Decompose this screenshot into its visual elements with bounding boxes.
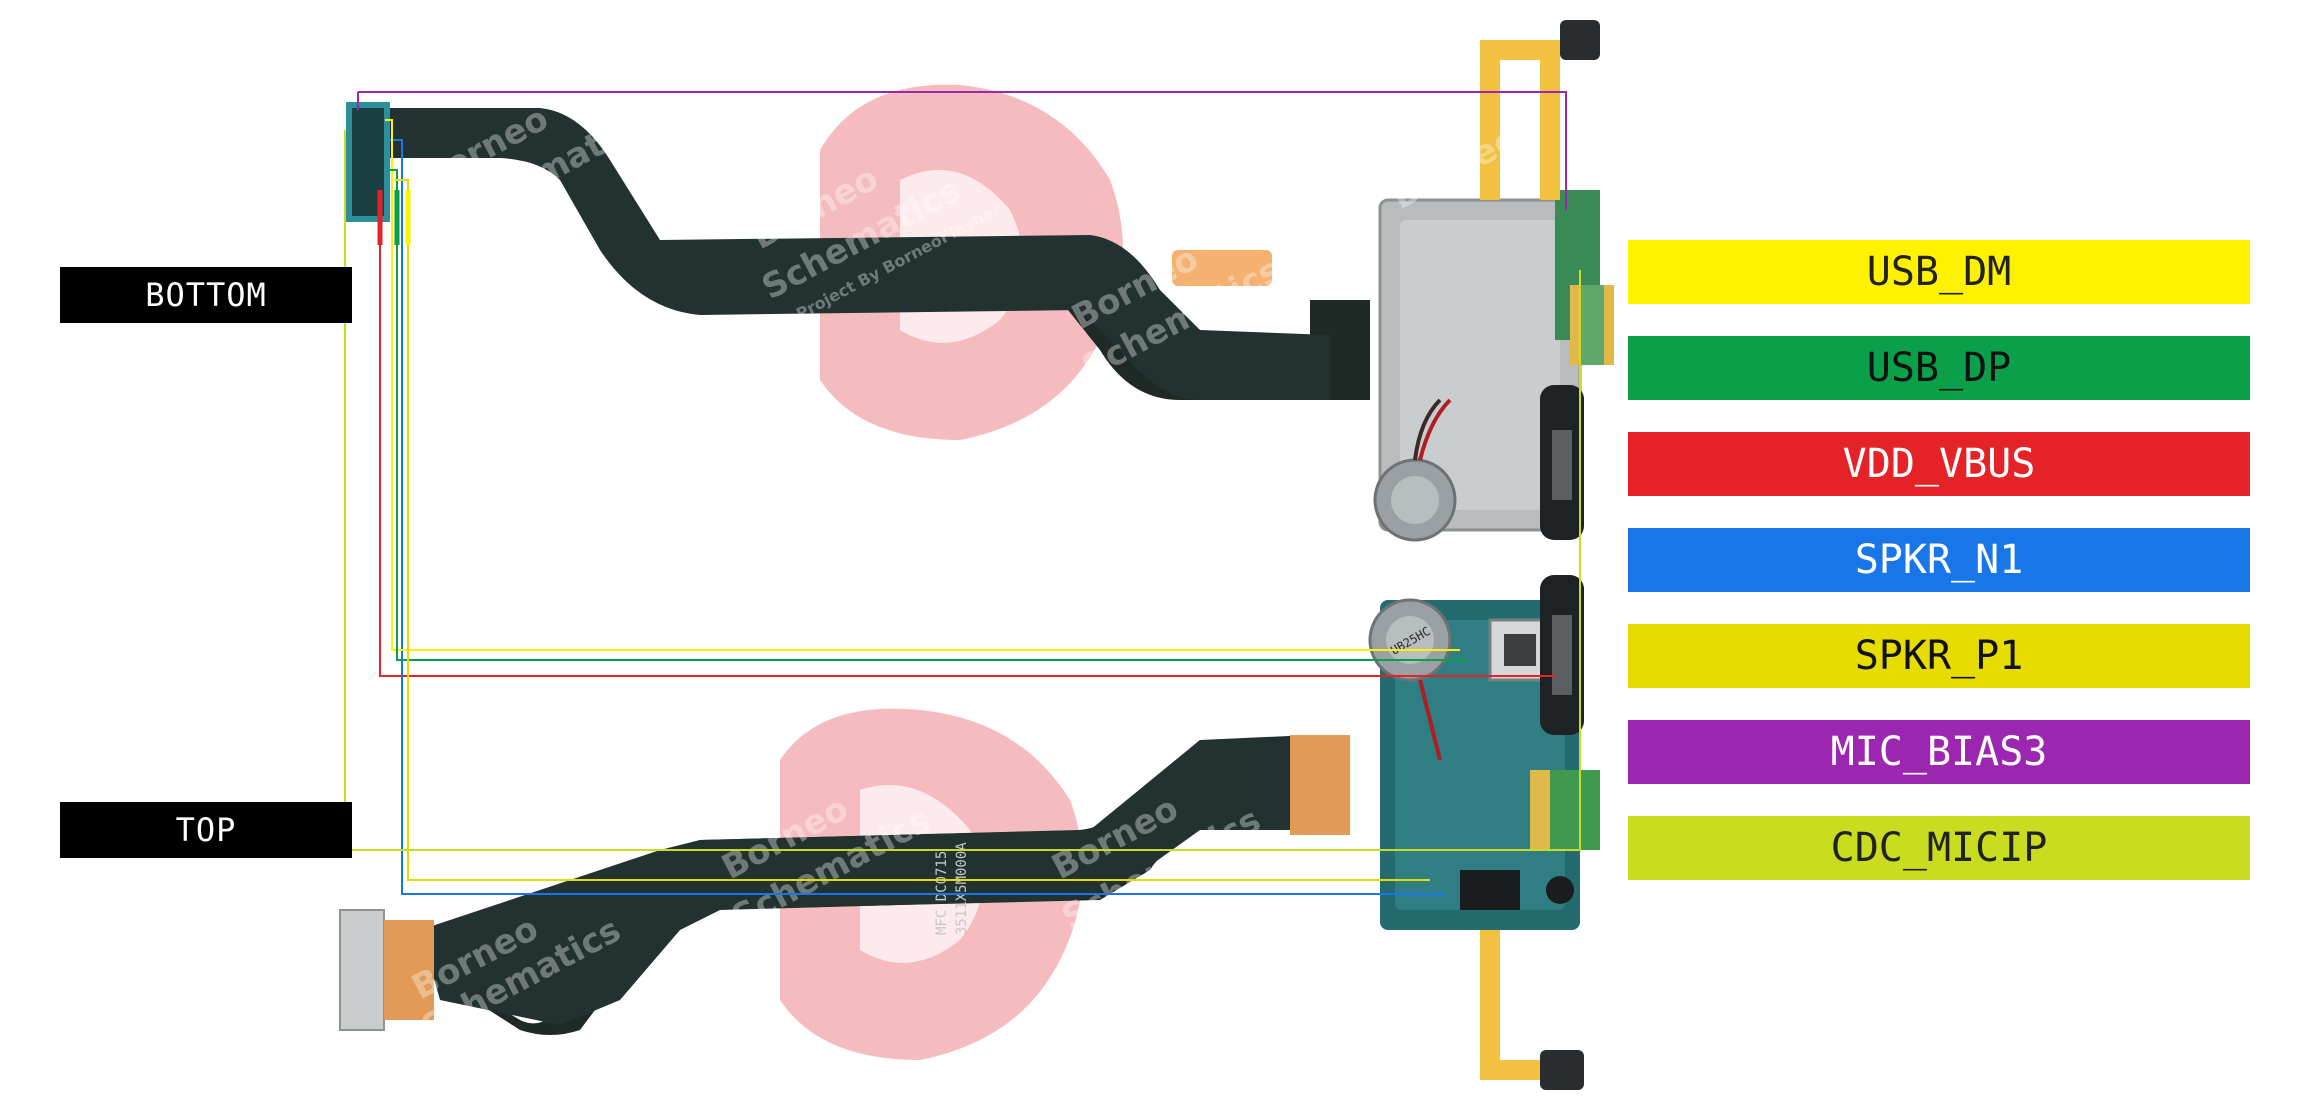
trace-mic-bias3	[358, 91, 1567, 210]
top-left-connector	[339, 909, 385, 1031]
top-sensor	[1546, 876, 1574, 904]
flex-printing-line1: MFC DC0715	[934, 851, 950, 935]
signal-legend: USB_DM USB_DP VDD_VBUS SPKR_N1 SPKR_P1 M…	[1628, 240, 2250, 912]
trace-vdd-vbus	[379, 210, 1555, 677]
legend-item-usb-dp: USB_DP	[1628, 336, 2250, 400]
top-orange-strip-right	[1290, 735, 1350, 835]
top-chip-row	[1460, 870, 1520, 910]
top-board: UB25HC MFC DC0715 3511X5M000A	[339, 575, 1600, 1090]
top-antenna-flex	[1480, 930, 1540, 1080]
legend-item-spkr-p1: SPKR_P1	[1628, 624, 2250, 688]
trace-cdc-micip	[344, 130, 1581, 851]
trace-spkr-p1	[395, 179, 1430, 881]
bottom-orange-tab	[1172, 250, 1272, 286]
trace-usb-dm	[385, 119, 1460, 651]
legend-item-usb-dm: USB_DM	[1628, 240, 2250, 304]
signal-traces	[344, 91, 1581, 895]
bottom-board-label: BOTTOM	[60, 267, 352, 323]
top-mic-sensor	[1540, 1050, 1584, 1090]
trace-spkr-n1	[390, 139, 1445, 895]
flex-printing-line2: 3511X5M000A	[954, 842, 970, 935]
bottom-board	[346, 20, 1614, 542]
legend-item-spkr-n1: SPKR_N1	[1628, 528, 2250, 592]
top-board-label: TOP	[60, 802, 352, 858]
trace-usb-dp	[388, 169, 1470, 661]
legend-item-cdc-micip: CDC_MICIP	[1628, 816, 2250, 880]
legend-item-vdd-vbus: VDD_VBUS	[1628, 432, 2250, 496]
bottom-mic-sensor	[1560, 20, 1600, 60]
top-orange-strip-left	[384, 920, 434, 1020]
legend-item-mic-bias3: MIC_BIAS3	[1628, 720, 2250, 784]
bottom-antenna-flex	[1480, 40, 1560, 200]
